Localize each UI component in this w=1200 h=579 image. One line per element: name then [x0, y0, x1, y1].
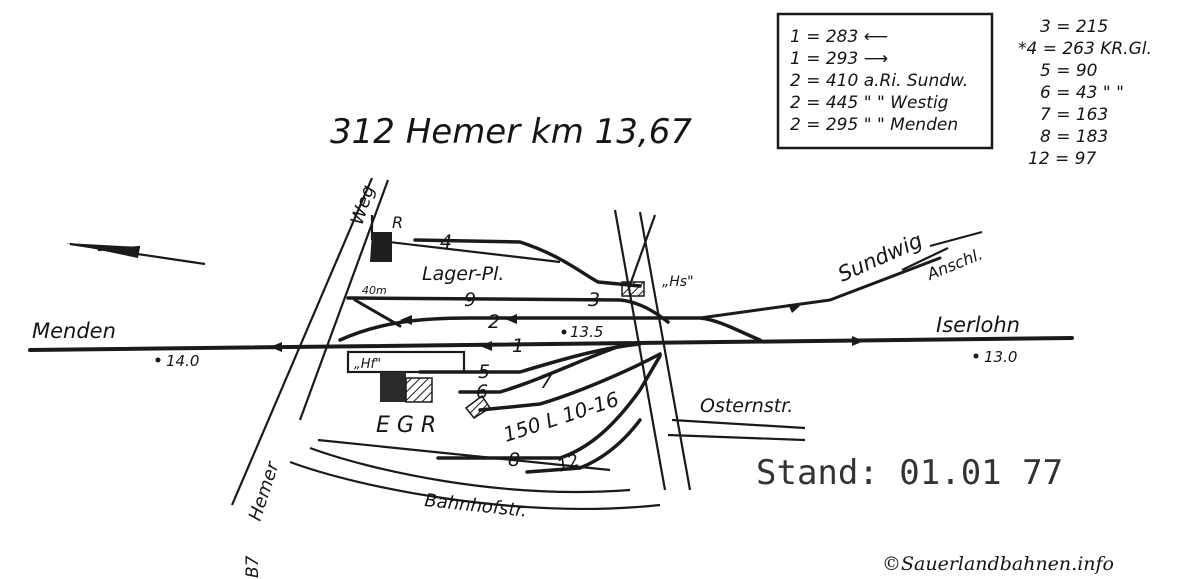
legend-line-1: 1 = 283 ⟵	[790, 27, 888, 47]
track-2	[338, 256, 942, 342]
track-length-legend-list: 3 = 215 *4 = 263 KR.Gl. 5 = 90 6 = 43 " …	[1018, 17, 1152, 169]
track-number-8: 8	[508, 449, 520, 471]
copyright-notice: ©Sauerlandbahnen.info	[882, 553, 1114, 575]
km-mark-14: 14.0	[166, 352, 199, 370]
track-number-3: 3	[588, 289, 600, 311]
track-number-9: 9	[464, 289, 476, 311]
label-egr: E G R	[376, 413, 436, 438]
label-iserlohn: Iserlohn	[936, 313, 1020, 337]
km-mark-13-5: 13.5	[570, 323, 603, 341]
track-12	[525, 418, 642, 474]
track-7	[478, 352, 662, 412]
diagram-title: 312 Hemer km 13,67	[330, 112, 692, 152]
label-anschluss: Anschl.	[923, 244, 985, 284]
legend-free-6: 8 = 183	[1040, 127, 1108, 147]
label-sundwig: Sundwig	[834, 228, 926, 286]
track-number-12: 12	[555, 451, 582, 477]
track-number-4: 4	[440, 231, 452, 253]
station-buildings	[346, 232, 645, 419]
track-number-1: 1	[512, 335, 524, 357]
street-lines	[230, 177, 806, 510]
km-mark-13: 13.0	[984, 348, 1017, 366]
anschluss-siding	[901, 230, 983, 271]
main-line-track-1	[28, 336, 1074, 352]
track-length-legend-box: 1 = 283 ⟵ 1 = 293 ⟶ 2 = 410 a.Ri. Sundw.…	[776, 12, 994, 150]
label-menden: Menden	[32, 319, 116, 343]
legend-line-5: 2 = 295 " " Menden	[790, 115, 958, 135]
label-hf-building: „Hf"	[354, 357, 381, 372]
legend-line-2: 1 = 293 ⟶	[790, 49, 888, 69]
track-number-6: 6	[476, 381, 488, 403]
label-weg: Weg	[347, 183, 379, 228]
north-arrow-icon	[66, 242, 206, 266]
legend-line-3: 2 = 410 a.Ri. Sundw.	[790, 71, 968, 91]
track-8	[436, 354, 662, 460]
label-r-top: R	[392, 213, 403, 232]
label-lager-platz: Lager-Pl.	[422, 263, 504, 285]
label-hs-signal: „Hs"	[662, 274, 694, 290]
label-bahnhofstrasse: Bahnhofstr.	[423, 490, 527, 522]
label-hemer: Hemer	[245, 458, 284, 524]
track-4	[413, 238, 642, 288]
track-3	[346, 296, 670, 328]
legend-free-4: 6 = 43 " "	[1040, 83, 1124, 103]
track-number-7: 7	[540, 371, 552, 393]
track-5	[418, 342, 642, 374]
stand-date-stamp: Stand: 01.01 77	[756, 453, 1063, 493]
label-osternstrasse: Osternstr.	[700, 395, 793, 417]
track-number-2: 2	[488, 311, 500, 333]
legend-free-2: *4 = 263 KR.Gl.	[1018, 39, 1152, 59]
legend-free-1: 3 = 215	[1040, 17, 1108, 37]
label-b7: B7	[243, 555, 263, 578]
track-length-40m: 40m	[362, 284, 387, 297]
legend-free-3: 5 = 90	[1040, 61, 1098, 81]
track-number-5: 5	[478, 361, 490, 383]
legend-free-5: 7 = 163	[1040, 105, 1108, 125]
legend-free-7: 12 = 97	[1028, 149, 1096, 169]
track-6	[458, 344, 622, 394]
legend-line-4: 2 = 445 " " Westig	[790, 93, 949, 113]
